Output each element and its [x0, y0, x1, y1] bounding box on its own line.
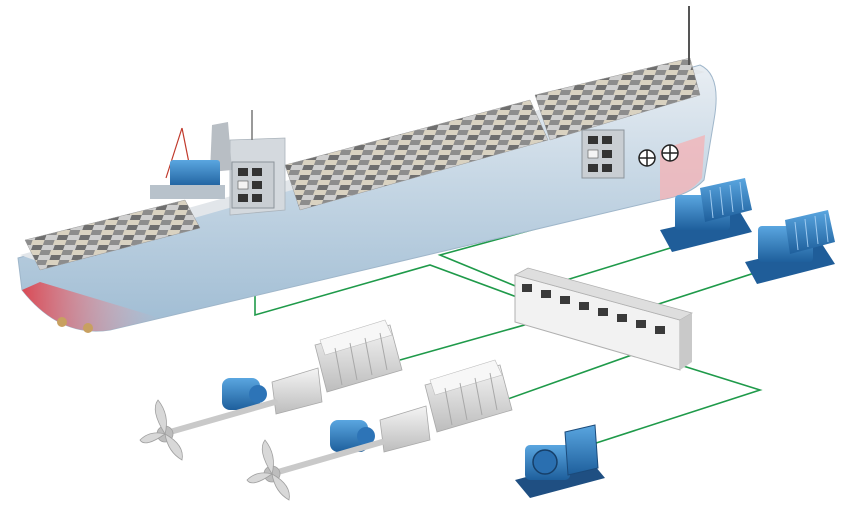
auxiliary-generator-2[interactable]	[745, 210, 835, 284]
bridge-control-panel[interactable]	[231, 161, 275, 209]
engine-room-control-panel[interactable]	[581, 129, 625, 179]
container-stack-fore	[534, 57, 701, 141]
central-switchboard[interactable]	[513, 267, 694, 371]
container-ship	[17, 6, 717, 333]
container-stack-aft	[24, 199, 201, 271]
stern-propeller-icon	[57, 317, 93, 333]
bow-thruster-icon	[638, 144, 679, 167]
main-engine-2[interactable]	[379, 359, 513, 453]
crane-icon	[150, 127, 225, 199]
propeller-2[interactable]	[246, 439, 290, 501]
switchboard-modules	[522, 284, 665, 334]
shaft-generator-1[interactable]	[222, 378, 267, 410]
propeller-1[interactable]	[139, 399, 183, 461]
container-stack-mid	[284, 99, 549, 211]
propeller-shaft-2	[275, 439, 385, 475]
ship-funnel	[210, 122, 232, 172]
hull-bottom-stern	[22, 282, 160, 332]
link-switchboard-aux-gen-2	[639, 267, 771, 311]
auxiliary-generator-1[interactable]	[660, 178, 752, 252]
link-switchboard-aux-gen-1	[549, 244, 681, 286]
emergency-generator[interactable]	[515, 424, 605, 498]
shaft-generator-2[interactable]	[330, 420, 375, 452]
main-engine-1[interactable]	[271, 319, 403, 415]
propeller-shaft-1	[167, 399, 278, 435]
link-switchboard-emergency-gen	[589, 364, 763, 446]
